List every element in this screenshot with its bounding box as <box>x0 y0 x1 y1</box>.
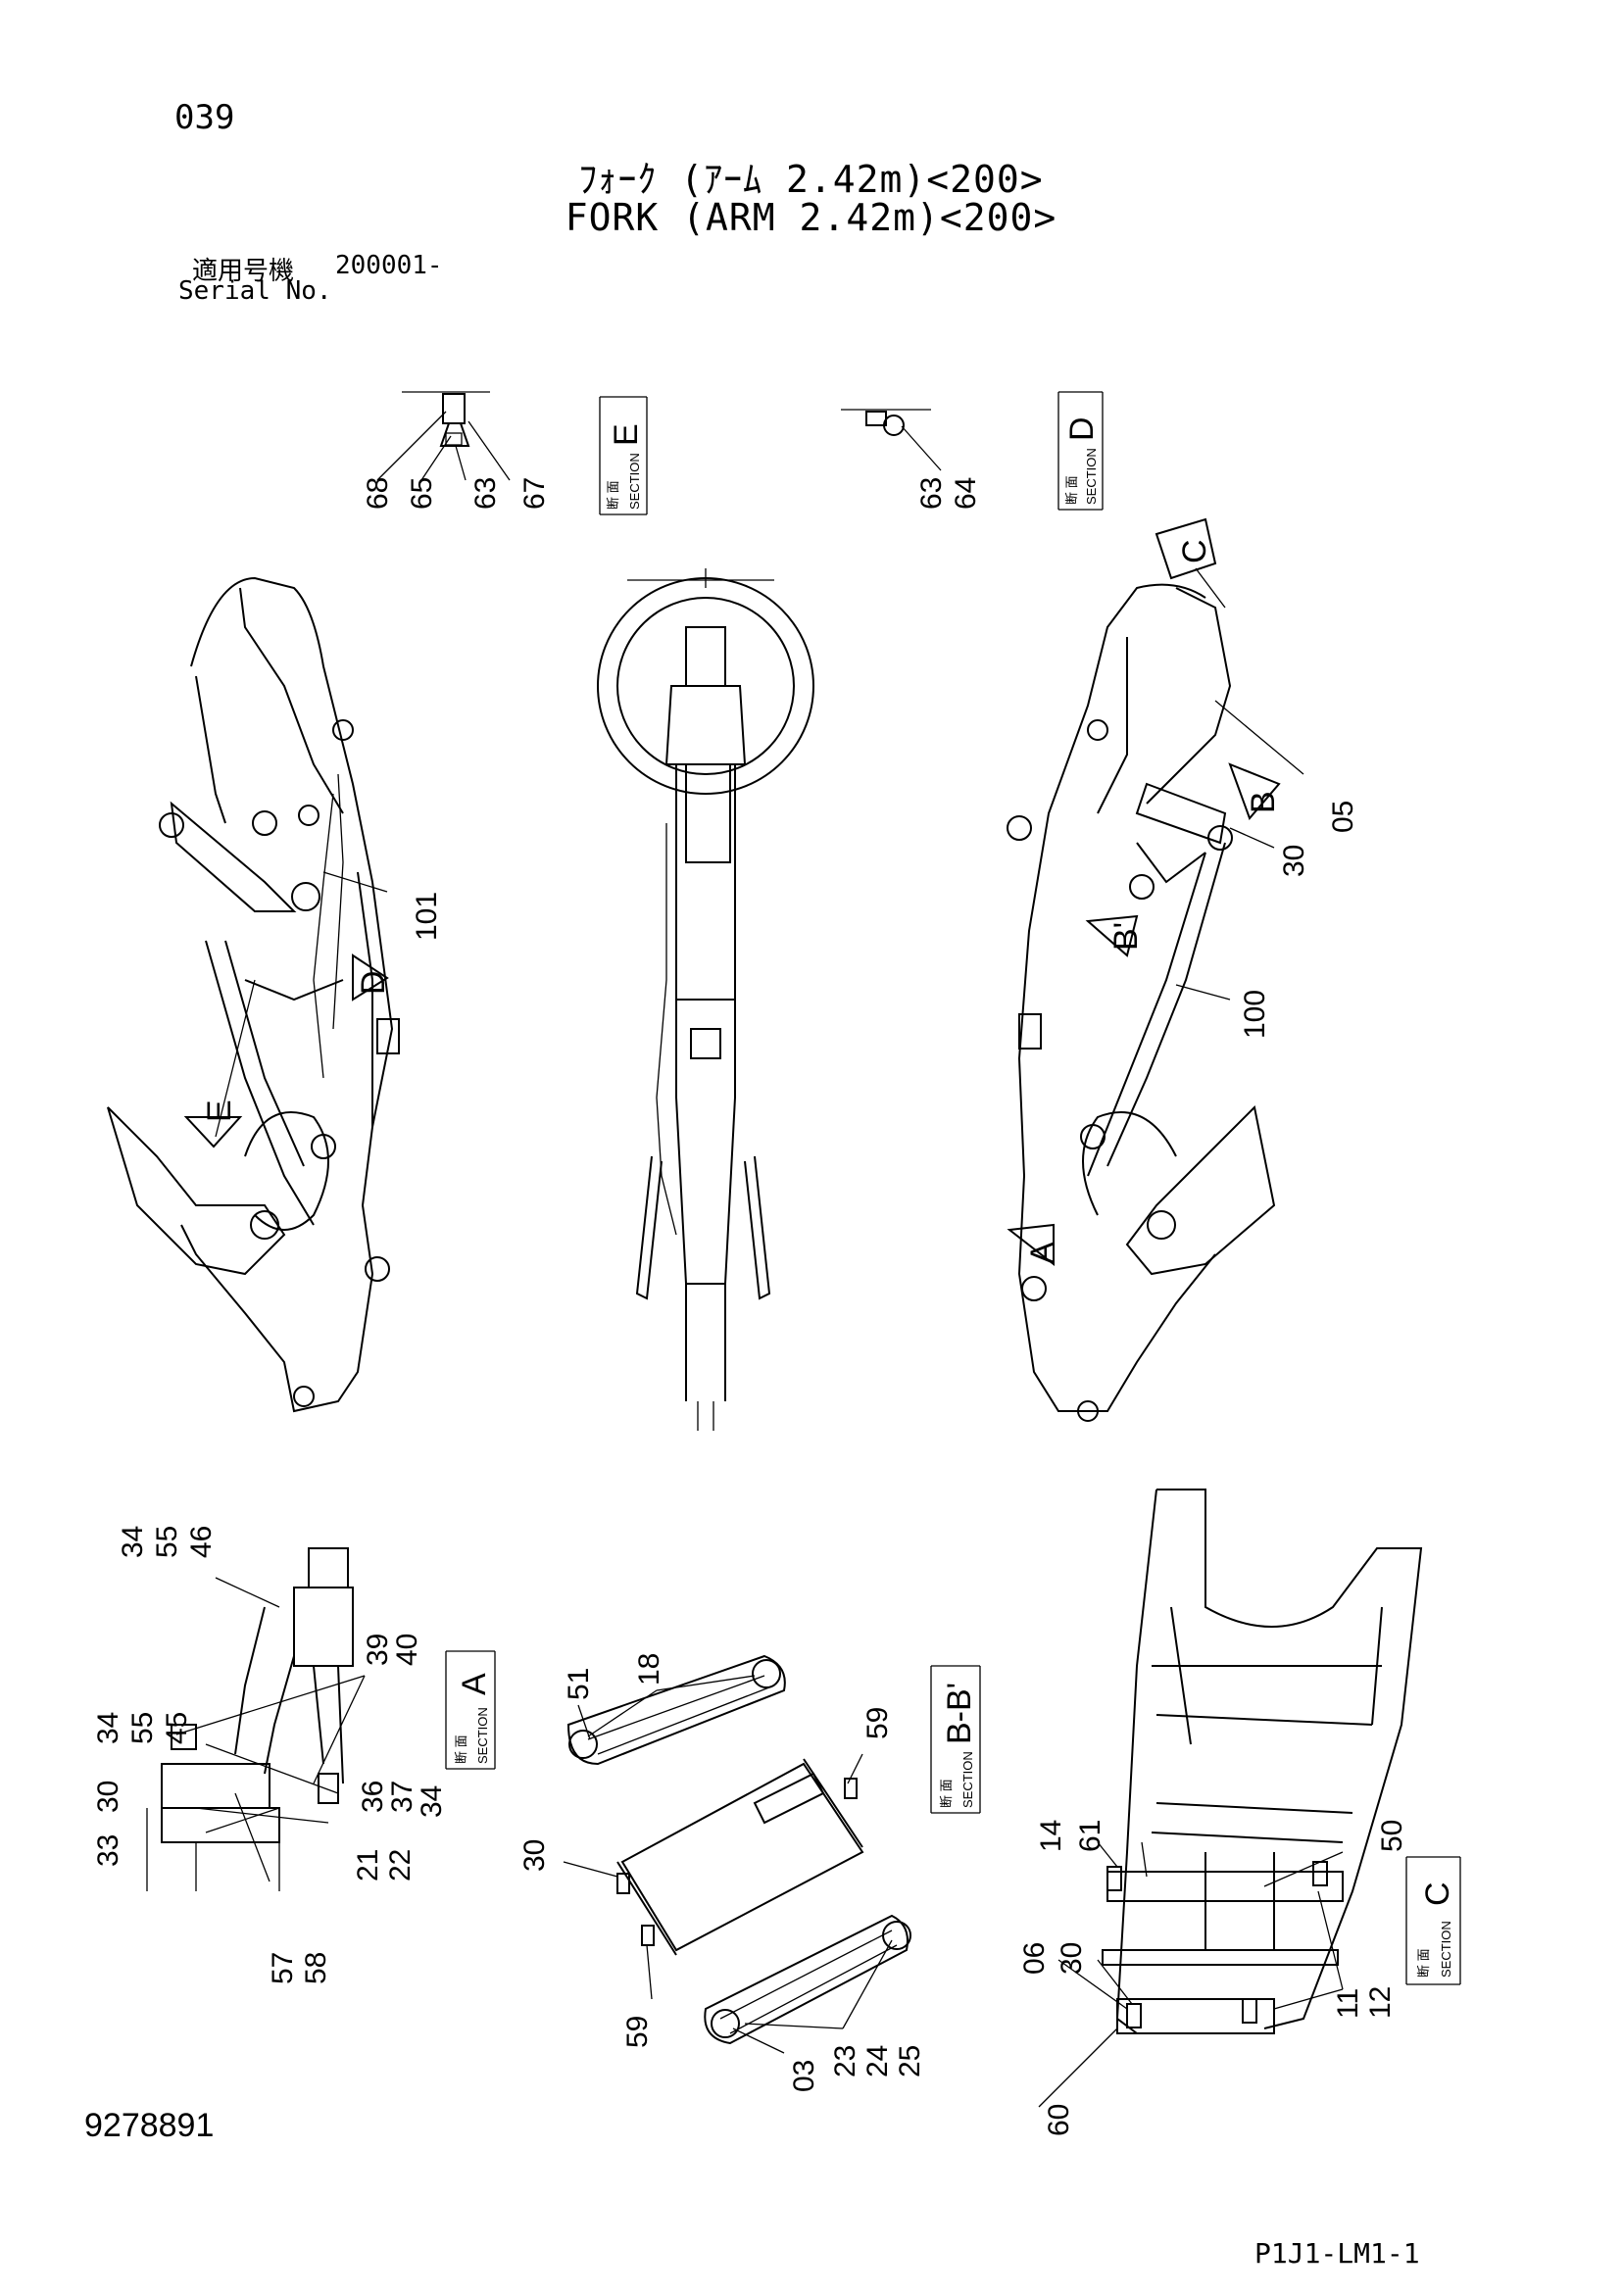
part-30-right: 30 <box>1278 845 1310 877</box>
part-67: 67 <box>518 477 551 510</box>
part-55-a2: 55 <box>126 1712 159 1744</box>
section-bb-letter: B-B' <box>941 1683 978 1744</box>
part-25: 25 <box>894 2045 926 2077</box>
section-d-jp: 断 面 <box>1064 475 1079 505</box>
section-a-jp: 断 面 <box>454 1734 468 1764</box>
view-marker-e-left: E <box>183 1099 243 1148</box>
title-japanese: ﾌｫｰｸ (ｱｰﾑ 2.42m)<200> <box>578 158 1044 201</box>
part-34-a3: 34 <box>416 1785 448 1818</box>
section-a-letter: A <box>456 1673 493 1695</box>
view-marker-b-upper: B <box>1228 762 1282 820</box>
section-d-detail <box>841 409 942 471</box>
section-bb-jp: 断 面 <box>939 1779 954 1808</box>
arm-left-view <box>107 576 400 1413</box>
section-e-label: 断 面 SECTION E <box>599 396 648 515</box>
section-a-detail <box>146 1547 366 1891</box>
part-23: 23 <box>829 2045 861 2077</box>
section-a-en: SECTION <box>475 1707 490 1764</box>
part-60: 60 <box>1043 2104 1075 2136</box>
part-30-a: 30 <box>92 1781 124 1813</box>
sheet-number: P1J1-LM1-1 <box>1254 2237 1420 2270</box>
section-c-detail <box>1038 1489 1423 2108</box>
section-bb-detail <box>563 1654 911 2054</box>
part-59-upper: 59 <box>861 1707 894 1739</box>
view-marker-d-left: D <box>352 953 392 1001</box>
part-57: 57 <box>267 1952 299 1984</box>
section-d-letter: D <box>1063 416 1101 441</box>
section-e-jp: 断 面 <box>606 480 620 510</box>
part-33: 33 <box>92 1834 124 1867</box>
serial-label-japanese: 適用号機 <box>192 257 295 286</box>
part-18: 18 <box>633 1653 665 1685</box>
part-05: 05 <box>1327 801 1359 833</box>
part-37: 37 <box>386 1781 418 1813</box>
part-14: 14 <box>1035 1820 1067 1852</box>
part-63-d: 63 <box>915 477 948 510</box>
part-51: 51 <box>563 1668 595 1700</box>
part-21: 21 <box>352 1849 384 1881</box>
part-12: 12 <box>1364 1986 1397 2019</box>
part-06: 06 <box>1018 1942 1051 1975</box>
section-bb-en: SECTION <box>960 1751 975 1808</box>
part-61: 61 <box>1074 1820 1106 1852</box>
section-c-label: 断 面 SECTION C <box>1405 1856 1461 1985</box>
section-d-label: 断 面 SECTION D <box>1057 391 1104 511</box>
section-e-letter: E <box>608 423 645 446</box>
view-e-letter: E <box>201 1099 238 1122</box>
section-bb-label: 断 面 SECTION B-B' <box>930 1665 981 1814</box>
part-03: 03 <box>788 2060 820 2092</box>
part-63: 63 <box>469 477 502 510</box>
page-number: 039 <box>174 98 235 137</box>
part-68: 68 <box>362 477 394 510</box>
section-e-en: SECTION <box>627 453 642 510</box>
part-40: 40 <box>391 1634 423 1666</box>
part-46: 46 <box>185 1526 218 1558</box>
section-d-en: SECTION <box>1084 448 1099 505</box>
part-11: 11 <box>1332 1988 1364 2019</box>
view-marker-b-lower: B' <box>1085 914 1145 957</box>
title-english: FORK (ARM 2.42m)<200> <box>565 196 1057 239</box>
view-b-letter: B <box>1245 791 1282 813</box>
part-58: 58 <box>300 1952 332 1984</box>
section-c-letter: C <box>1419 1881 1456 1906</box>
part-24: 24 <box>861 2045 894 2077</box>
part-30-bb: 30 <box>518 1839 551 1872</box>
section-c-jp: 断 面 <box>1416 1948 1431 1978</box>
section-a-label: 断 面 SECTION A <box>445 1650 496 1770</box>
document-number: 9278891 <box>84 2107 215 2144</box>
part-55-a1: 55 <box>151 1526 183 1558</box>
view-marker-c: C <box>1155 517 1226 609</box>
view-b-prime-letter: B' <box>1107 922 1145 951</box>
part-64: 64 <box>950 477 982 510</box>
section-c-en: SECTION <box>1439 1921 1453 1978</box>
part-45: 45 <box>161 1712 193 1744</box>
part-59-lower: 59 <box>621 2016 654 2048</box>
part-36: 36 <box>357 1781 389 1813</box>
arm-top-view <box>597 568 814 1431</box>
part-34-a1: 34 <box>117 1526 149 1558</box>
part-65: 65 <box>406 477 438 510</box>
view-a-letter: A <box>1024 1242 1061 1264</box>
part-101: 101 <box>411 892 443 941</box>
part-50: 50 <box>1376 1820 1408 1852</box>
view-marker-a: A <box>1007 1223 1061 1267</box>
serial-label-english: Serial No. <box>178 276 332 306</box>
part-39: 39 <box>362 1634 394 1666</box>
part-100: 100 <box>1239 990 1271 1039</box>
part-22: 22 <box>384 1849 417 1881</box>
part-34-a2: 34 <box>92 1712 124 1744</box>
serial-number-value: 200001- <box>335 251 443 280</box>
section-e-detail <box>376 391 511 481</box>
view-c-letter: C <box>1176 539 1213 563</box>
part-30-c: 30 <box>1056 1942 1088 1975</box>
arm-right-view <box>1007 583 1276 1422</box>
view-d-letter: D <box>355 970 392 995</box>
